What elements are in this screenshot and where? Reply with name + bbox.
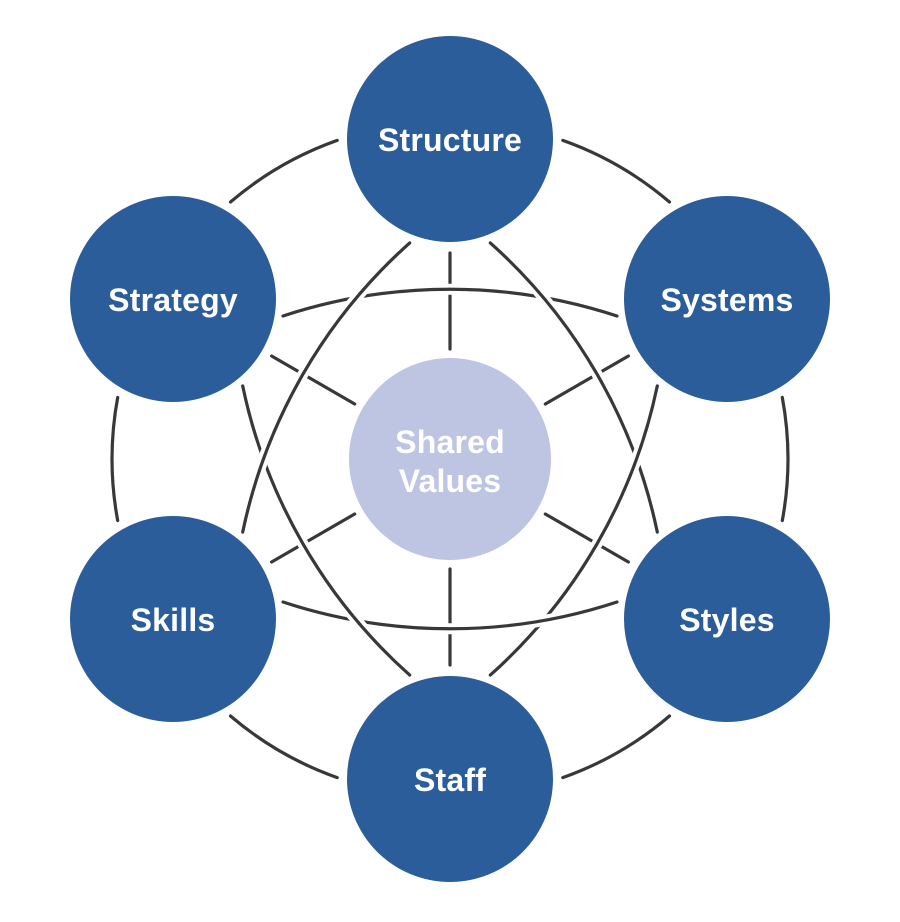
styles-label: Styles bbox=[679, 602, 774, 638]
styles-circle bbox=[624, 516, 830, 722]
skills-circle bbox=[70, 516, 276, 722]
node-structure: Structure bbox=[347, 36, 553, 242]
node-shared-values: Shared Values bbox=[349, 358, 551, 560]
skills-label: Skills bbox=[131, 602, 216, 638]
connector-strategy-systems bbox=[281, 287, 619, 318]
connector-lines bbox=[110, 138, 790, 780]
node-styles: Styles bbox=[624, 516, 830, 722]
connector-structure-styles bbox=[488, 241, 659, 534]
systems-label: Systems bbox=[660, 282, 793, 318]
node-skills: Skills bbox=[70, 516, 276, 722]
staff-label: Staff bbox=[414, 762, 486, 798]
shared-values-label-line2: Values bbox=[399, 463, 502, 499]
connector-skills-structure bbox=[241, 241, 412, 534]
node-strategy: Strategy bbox=[70, 196, 276, 402]
connector-systems-styles bbox=[780, 395, 790, 523]
connector-strategy-structure bbox=[228, 138, 339, 204]
shared-values-circle bbox=[349, 358, 551, 560]
strategy-circle bbox=[70, 196, 276, 402]
node-staff: Staff bbox=[347, 676, 553, 882]
connector-staff-strategy bbox=[241, 384, 412, 677]
connector-shared-values-strategy bbox=[270, 354, 357, 406]
shared-values-label-line1: Shared bbox=[395, 424, 505, 460]
structure-label: Structure bbox=[378, 122, 522, 158]
connector-styles-staff bbox=[561, 714, 672, 780]
node-systems: Systems bbox=[624, 196, 830, 402]
connector-skills-strategy bbox=[110, 395, 120, 523]
structure-circle bbox=[347, 36, 553, 242]
connector-staff-skills bbox=[228, 714, 339, 780]
staff-circle bbox=[347, 676, 553, 882]
connector-styles-skills bbox=[281, 600, 619, 631]
systems-circle bbox=[624, 196, 830, 402]
connector-shared-values-styles bbox=[543, 512, 630, 564]
connector-shared-values-systems bbox=[543, 354, 630, 406]
connector-shared-values-skills bbox=[270, 512, 357, 564]
diagram-nodes: Structure Systems Styles Staff Skills St bbox=[70, 36, 830, 882]
connector-systems-staff bbox=[488, 384, 659, 677]
connector-structure-systems bbox=[561, 138, 672, 204]
strategy-label: Strategy bbox=[108, 282, 238, 318]
